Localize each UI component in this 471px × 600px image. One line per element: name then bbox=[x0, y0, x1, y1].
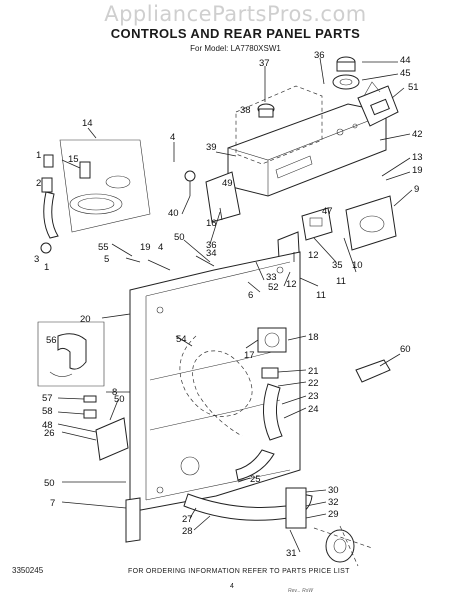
callout: 26 bbox=[44, 428, 55, 439]
callout: 54 bbox=[176, 334, 187, 345]
callout: 9 bbox=[414, 184, 419, 195]
callout: 10 bbox=[352, 260, 363, 271]
callout: 19 bbox=[140, 242, 151, 253]
timer-knob bbox=[332, 56, 360, 90]
screw-40 bbox=[184, 170, 196, 196]
callout: 58 bbox=[42, 406, 53, 417]
callout: 29 bbox=[328, 509, 339, 520]
callout: 18 bbox=[308, 332, 319, 343]
rear-leg bbox=[125, 497, 141, 543]
revision-scribble: Rev... RsW bbox=[288, 588, 313, 594]
callout: 30 bbox=[328, 485, 339, 496]
callout: 40 bbox=[168, 208, 179, 219]
callout: 56 bbox=[46, 335, 57, 346]
callout: 21 bbox=[308, 366, 319, 377]
callout: 15 bbox=[68, 154, 79, 165]
callout: 27 bbox=[182, 514, 193, 525]
console-rear-cover bbox=[235, 85, 323, 165]
callout: 7 bbox=[50, 498, 55, 509]
callout: 4 bbox=[170, 132, 175, 143]
callout: 20 bbox=[80, 314, 91, 325]
callout: 50 bbox=[114, 394, 125, 405]
callout: 5 bbox=[104, 254, 109, 265]
drain-hose-kit-box bbox=[37, 321, 105, 387]
switch-47 bbox=[301, 207, 333, 241]
wiring-harness bbox=[179, 335, 253, 437]
callout: 47 bbox=[322, 206, 333, 217]
diagram-title: CONTROLS AND REAR PANEL PARTS bbox=[110, 26, 361, 41]
callout: 22 bbox=[308, 378, 319, 389]
part-58 bbox=[83, 409, 97, 419]
callout: 42 bbox=[412, 129, 423, 140]
callout: 6 bbox=[248, 290, 253, 301]
callout-labels: 37 36 44 45 51 38 42 39 13 19 9 14 4 15 … bbox=[34, 50, 423, 559]
knob-38 bbox=[257, 103, 275, 118]
part-57 bbox=[83, 395, 97, 403]
callout: 32 bbox=[328, 497, 339, 508]
callout: 1 bbox=[44, 262, 49, 273]
drain-hose-28 bbox=[183, 493, 313, 521]
callout: 36 bbox=[314, 50, 325, 61]
callout: 4 bbox=[158, 242, 163, 253]
callout: 11 bbox=[316, 290, 326, 301]
callout: 12 bbox=[286, 279, 297, 290]
page-number: 4 bbox=[230, 583, 234, 590]
hose-guide-26 bbox=[95, 417, 129, 461]
watermark: AppliancePartsPros.com bbox=[104, 2, 367, 26]
callout: 11 bbox=[336, 276, 346, 287]
drain-hose-22 bbox=[263, 383, 283, 441]
drain-hose-24 bbox=[235, 449, 275, 481]
callout: 23 bbox=[308, 391, 319, 402]
callout: 50 bbox=[174, 232, 185, 243]
callout: 8 bbox=[112, 387, 117, 398]
hose-kit-box bbox=[59, 139, 151, 233]
callout: 25 bbox=[250, 474, 261, 485]
timer-assembly bbox=[357, 81, 399, 127]
callout: 37 bbox=[259, 58, 270, 69]
leader-lines bbox=[57, 57, 413, 553]
callout: 13 bbox=[412, 152, 423, 163]
callout: 14 bbox=[82, 118, 93, 129]
callout: 35 bbox=[332, 260, 343, 271]
callout: 49 bbox=[222, 178, 233, 189]
callout: 48 bbox=[42, 420, 53, 431]
catalog-code: 3350245 bbox=[12, 566, 44, 575]
callout: 3 bbox=[34, 254, 39, 265]
callout: 2 bbox=[36, 178, 41, 189]
callout: 34 bbox=[206, 248, 217, 259]
callout: 12 bbox=[308, 250, 319, 261]
callout: 55 bbox=[98, 242, 109, 253]
callout: 36 bbox=[206, 240, 217, 251]
callout: 39 bbox=[206, 142, 217, 153]
callout: 19 bbox=[412, 165, 423, 176]
console-panel bbox=[227, 103, 387, 197]
callout: 44 bbox=[400, 55, 411, 66]
callout: 50 bbox=[44, 478, 55, 489]
callout: 24 bbox=[308, 404, 319, 415]
callout: 38 bbox=[240, 105, 251, 116]
callout: 52 bbox=[268, 282, 279, 293]
bracket-49 bbox=[205, 171, 241, 223]
drain-pump bbox=[285, 487, 373, 567]
pump-assembly bbox=[257, 327, 287, 379]
callout: 16 bbox=[206, 218, 217, 229]
callout: 31 bbox=[286, 548, 297, 559]
callout: 57 bbox=[42, 393, 53, 404]
callout: 17 bbox=[244, 350, 255, 361]
ordering-note: FOR ORDERING INFORMATION REFER TO PARTS … bbox=[128, 568, 350, 575]
fill-hoses bbox=[40, 154, 59, 254]
callout: 33 bbox=[266, 272, 277, 283]
callout: 60 bbox=[400, 344, 411, 355]
callout: 51 bbox=[408, 82, 419, 93]
callout: 45 bbox=[400, 68, 411, 79]
model-line: For Model: LA7780XSW1 bbox=[190, 44, 281, 53]
water-level-switch bbox=[345, 195, 397, 251]
callout: 1 bbox=[36, 150, 41, 161]
callout: 28 bbox=[182, 526, 193, 537]
